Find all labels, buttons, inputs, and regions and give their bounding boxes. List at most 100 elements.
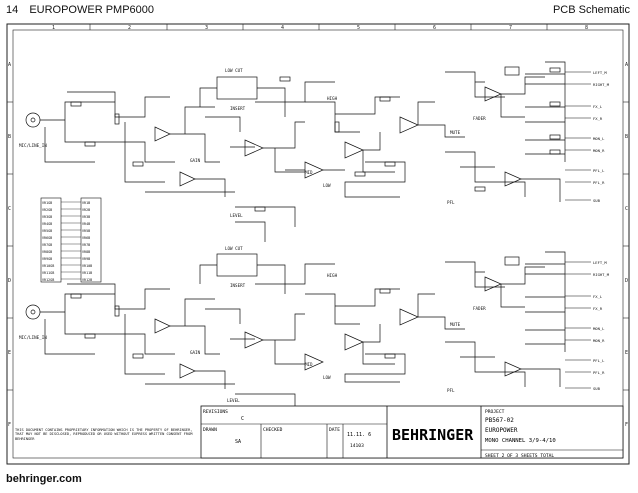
column-labels: 1 2 3 4 5 6 7 8 [52, 25, 588, 31]
vr-ref: VR10B [82, 264, 92, 268]
insert-label: INSERT [230, 283, 246, 288]
vr-ref: VR3GB [42, 215, 52, 219]
row-label: F [8, 422, 11, 428]
frame-outer [6, 23, 630, 465]
drawn-value: SA [235, 439, 241, 445]
fader-label: FADER [473, 116, 486, 121]
revisions-label: REVISIONS [203, 409, 228, 415]
output-label: SUB [593, 386, 601, 391]
high-label: HIGH [327, 96, 338, 101]
sheet-info: SHEET 2 OF 3 SHEETS TOTAL [485, 453, 554, 459]
col-label: 3 [205, 25, 208, 31]
vr-ref: VR10GB [42, 264, 54, 268]
vr-ref: VR1GB [42, 201, 52, 205]
row-label: C [8, 206, 11, 212]
output-label: PFL_R [593, 180, 605, 185]
ref-value: 14103 [350, 443, 364, 449]
row-label: A [8, 62, 11, 68]
xlr-connector [25, 304, 41, 320]
output-label: MON_R [593, 148, 605, 153]
row-label: A [625, 62, 628, 68]
frame-inner [12, 29, 624, 459]
gain-label: GAIN [190, 350, 201, 355]
vr-ref: VR8B [82, 250, 90, 254]
output-label: SUB [593, 198, 601, 203]
col-label: 1 [52, 25, 55, 31]
output-label: FX_R [593, 306, 603, 311]
mute-label: MUTE [450, 130, 461, 135]
drawn-label: DRAWN [203, 427, 217, 433]
output-label: MON_L [593, 326, 605, 331]
lowcut-label: LOW CUT [225, 246, 243, 251]
mid-label: MID [305, 362, 313, 367]
row-label: B [625, 134, 628, 140]
checked-label: CHECKED [263, 427, 283, 433]
vr-ref: VR12B [82, 278, 92, 282]
date-value: 11.11. 6 [347, 432, 371, 438]
vr-ref: VR1B [82, 201, 90, 205]
project-name: EUROPOWER [485, 427, 518, 434]
bottom-outputs: LEFT_M RIGHT_M FX_L FX_R MON_L MON_R PFL… [593, 260, 610, 391]
vr-ref: VR9B [82, 257, 90, 261]
output-label: FX_R [593, 116, 603, 121]
vr-ref: VR7B [82, 243, 90, 247]
vr-ref: VR5B [82, 229, 90, 233]
lowcut-label: LOW CUT [225, 68, 243, 73]
vr-ref: VR2B [82, 208, 90, 212]
frame-ticks [7, 24, 629, 391]
pfl-label: PFL [447, 388, 455, 393]
fader-label: FADER [473, 306, 486, 311]
micline-label: MIC/LINE_IN [19, 335, 47, 340]
output-label: RIGHT_M [593, 82, 610, 87]
project-code: PB567-02 [485, 417, 514, 424]
date-label: DATE [329, 427, 340, 433]
schematic-sheet: 1 2 3 4 5 6 7 8 A B C D E F A B C D E F [5, 22, 633, 473]
top-channel-wiring [25, 61, 566, 242]
mute-label: MUTE [450, 322, 461, 327]
brand-logo: BEHRINGER [392, 426, 474, 444]
output-label: PFL_R [593, 370, 605, 375]
vr-ref: VR3B [82, 215, 90, 219]
vr-ref: VR11GB [42, 271, 54, 275]
row-label: D [8, 278, 11, 284]
xlr-connector [25, 112, 41, 128]
legal-notice-box: THIS DOCUMENT CONTAINS PROPRIETARY INFOR… [15, 428, 192, 441]
top-channel-labels: MIC/LINE_IN LOW CUT INSERT GAIN LEVEL MI… [19, 68, 486, 218]
output-label: MON_R [593, 338, 605, 343]
output-label: LEFT_M [593, 70, 607, 75]
output-label: FX_L [593, 104, 603, 109]
product-title: EUROPOWER PMP6000 [29, 4, 155, 16]
title-block: REVISIONS C DRAWN SA CHECKED DATE 11.11.… [200, 405, 624, 459]
row-labels: A B C D E F A B C D E F [8, 62, 628, 428]
low-label: LOW [323, 375, 331, 380]
col-label: 4 [281, 25, 284, 31]
opamp-symbol [244, 139, 264, 157]
col-label: 2 [128, 25, 131, 31]
pfl-label: PFL [447, 200, 455, 205]
output-label: FX_L [593, 294, 603, 299]
output-label: PFL_L [593, 168, 605, 173]
section-title: PCB Schematic [552, 4, 630, 16]
vr-ref: VR4B [82, 222, 90, 226]
vr-ref: VR6B [82, 236, 90, 240]
output-label: RIGHT_M [593, 272, 610, 277]
footer-url[interactable]: behringer.com [6, 473, 82, 485]
level-label: LEVEL [230, 213, 243, 218]
insert-label: INSERT [230, 106, 246, 111]
vr-ref: VR2GB [42, 208, 52, 212]
bottom-channel-labels: MIC/LINE_IN LOW CUT INSERT GAIN LEVEL MI… [19, 246, 486, 403]
output-label: PFL_L [593, 358, 605, 363]
page-header-left: 14 EUROPOWER PMP6000 [6, 4, 154, 16]
high-label: HIGH [327, 273, 338, 278]
row-label: E [8, 350, 11, 356]
vr-ref: VR5GB [42, 229, 52, 233]
mid-label: MID [305, 170, 313, 175]
project-label: PROJECT [485, 409, 505, 415]
row-label: F [625, 422, 628, 428]
top-outputs: LEFT_M RIGHT_M FX_L FX_R MON_L MON_R PFL… [593, 70, 610, 203]
schematic-drawing: 1 2 3 4 5 6 7 8 A B C D E F A B C D E F [6, 23, 630, 465]
row-label: C [625, 206, 628, 212]
vr-ref: VR8GB [42, 250, 52, 254]
revision-value: C [241, 416, 244, 422]
gain-label: GAIN [190, 158, 201, 163]
